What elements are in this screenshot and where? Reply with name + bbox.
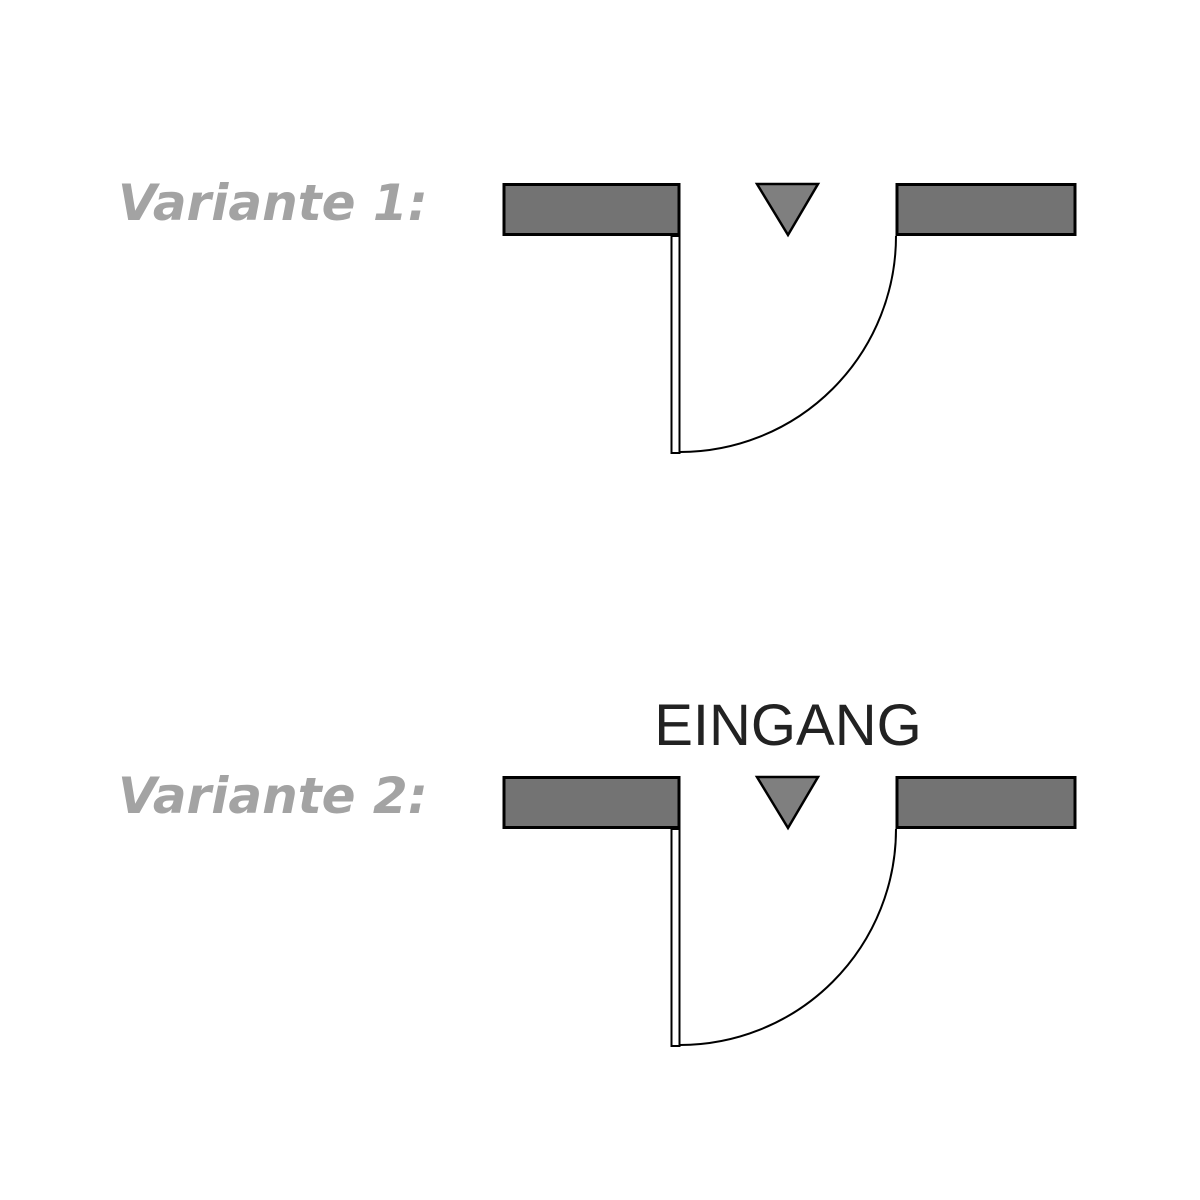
variant-1: Variante 1: xyxy=(118,174,1077,454)
wall-right xyxy=(895,183,1077,236)
variant-1-label: Variante 1: xyxy=(118,174,428,232)
wall-left xyxy=(502,776,681,829)
entrance-arrow-icon xyxy=(754,775,821,831)
door-swing-arc xyxy=(679,235,897,453)
door-leaf xyxy=(670,828,681,1047)
door-leaf xyxy=(670,235,681,454)
door-swing-arc xyxy=(679,828,897,1046)
wall-left xyxy=(502,183,681,236)
variant-2-label: Variante 2: xyxy=(118,767,428,825)
variant-2: Variante 2: EINGANG xyxy=(118,693,1077,1047)
entrance-arrow-icon xyxy=(754,182,821,238)
entrance-sign: EINGANG xyxy=(654,693,922,758)
wall-right xyxy=(895,776,1077,829)
